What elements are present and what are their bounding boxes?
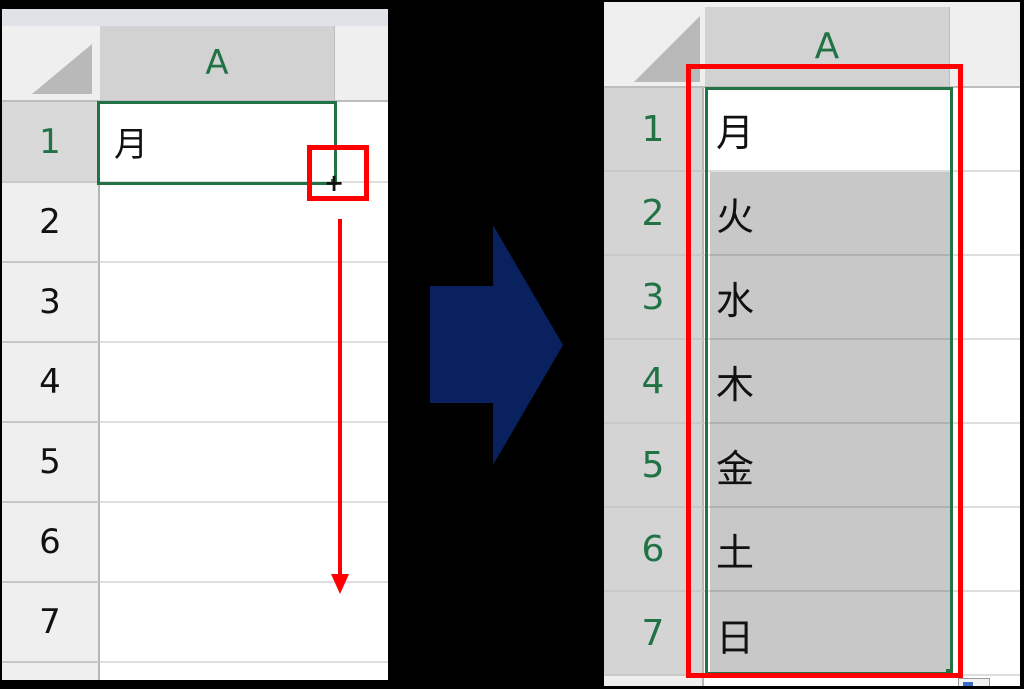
row-number: 4 — [39, 362, 61, 402]
spreadsheet-before: A 1 2 3 4 5 6 7 月 + — [2, 9, 388, 680]
crosshair-cursor-icon: + — [324, 169, 345, 197]
column-header-a[interactable]: A — [100, 26, 335, 100]
row-number: 6 — [641, 528, 665, 570]
row-number: 5 — [641, 444, 665, 486]
drag-down-arrow-icon — [331, 219, 349, 594]
filled-range-highlight — [686, 64, 963, 678]
autofill-options-icon — [963, 682, 973, 686]
ribbon-edge — [2, 9, 388, 26]
autofill-options-button[interactable] — [958, 678, 990, 686]
transform-arrow-icon — [430, 225, 563, 465]
fill-handle[interactable] — [946, 669, 953, 676]
select-all-button[interactable] — [2, 26, 98, 100]
spreadsheet-after: A 1 2 3 4 5 6 7 月 火 水 木 金 土 日 — [604, 2, 1020, 686]
row-header-7[interactable]: 7 — [2, 583, 100, 663]
cell-a4[interactable]: 木 — [704, 340, 1020, 424]
cell-a5[interactable]: 金 — [704, 424, 1020, 508]
cell-a2[interactable]: 火 — [704, 172, 1020, 256]
row-header-3[interactable]: 3 — [2, 263, 100, 343]
cell-a4[interactable] — [100, 343, 388, 423]
cell-a6[interactable]: 土 — [704, 508, 1020, 592]
cell-a2[interactable] — [100, 183, 388, 263]
row-header-8[interactable] — [2, 663, 100, 680]
row-header-8[interactable] — [604, 676, 704, 686]
row-number: 2 — [39, 202, 61, 242]
fill-handle-highlight — [307, 145, 369, 201]
cell-a7[interactable] — [100, 583, 388, 663]
fill-handle[interactable] — [331, 179, 337, 185]
row-number: 5 — [39, 442, 61, 482]
cell-a5[interactable] — [100, 423, 388, 503]
cell-value: 月 — [114, 125, 148, 165]
row-number: 3 — [641, 276, 665, 318]
cell-a6[interactable] — [100, 503, 388, 583]
cell-a1[interactable]: 月 — [704, 88, 1020, 172]
cell-a3[interactable] — [100, 263, 388, 343]
column-header-label: A — [814, 26, 840, 67]
cell-value: 日 — [716, 615, 755, 660]
row-header-5[interactable]: 5 — [2, 423, 100, 503]
row-number: 7 — [641, 612, 665, 654]
cell-value: 水 — [716, 278, 755, 323]
cell-value: 木 — [716, 362, 755, 407]
column-header-a[interactable]: A — [705, 7, 950, 86]
row-number: 3 — [39, 282, 61, 322]
row-number: 2 — [641, 192, 665, 234]
row-header-2[interactable]: 2 — [2, 183, 100, 263]
cell-value: 金 — [716, 446, 755, 491]
active-cell-border — [97, 101, 337, 185]
row-number: 4 — [641, 360, 665, 402]
cell-a3[interactable]: 水 — [704, 256, 1020, 340]
column-header-label: A — [205, 43, 229, 83]
row-number: 1 — [641, 108, 665, 150]
row-number: 1 — [39, 121, 61, 162]
row-number: 6 — [39, 522, 61, 562]
cell-value: 月 — [716, 110, 755, 155]
row-header-4[interactable]: 4 — [2, 343, 100, 423]
row-header-6[interactable]: 6 — [2, 503, 100, 583]
row-number: 7 — [39, 602, 61, 642]
cell-value: 火 — [716, 194, 755, 239]
cell-value: 土 — [716, 530, 755, 575]
row-header-1[interactable]: 1 — [2, 102, 100, 183]
